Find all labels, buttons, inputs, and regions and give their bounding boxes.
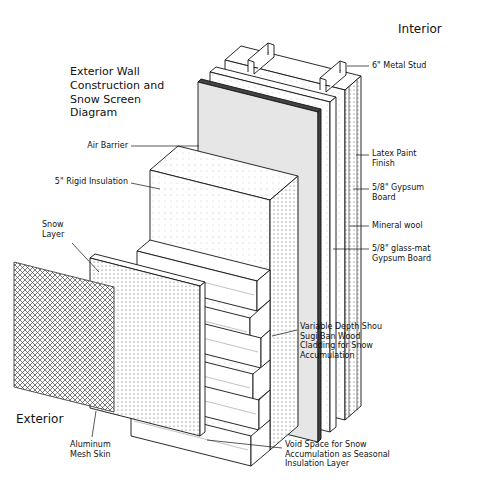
- part-label: Latex Paint Finish: [372, 149, 430, 168]
- metal-stud: [320, 61, 346, 92]
- part-label: Variable Depth Shou Sugi Ban Wood Claddi…: [300, 322, 396, 360]
- part-label: Snow Layer: [42, 220, 84, 239]
- part-label: Void Space for Snow Accumulation as Seas…: [285, 440, 397, 469]
- air-barrier-side: [318, 109, 321, 442]
- snow-layer-side: [200, 282, 205, 436]
- part-label: 5/8" Gypsum Board: [372, 183, 434, 202]
- part-label: Aluminum Mesh Skin: [70, 440, 128, 459]
- part-label: Exterior: [16, 412, 96, 426]
- part-label: 5/8" glass-mat Gypsum Board: [372, 244, 456, 263]
- part-label: 6" Metal Stud: [372, 61, 472, 71]
- part-label: 5" Rigid Insulation: [52, 177, 128, 187]
- mineral-wool-side: [345, 76, 361, 420]
- aluminum-mesh: [14, 262, 114, 412]
- rigid-insulation-side: [270, 176, 298, 450]
- leader-lines: [72, 66, 369, 448]
- glass-mat-side: [330, 97, 336, 432]
- part-label: Interior: [398, 22, 478, 36]
- metal-stud: [248, 43, 274, 74]
- part-label: Air Barrier: [52, 141, 128, 151]
- diagram-title: Exterior Wall Construction and Snow Scre…: [70, 65, 166, 120]
- part-label: Mineral wool: [372, 221, 452, 231]
